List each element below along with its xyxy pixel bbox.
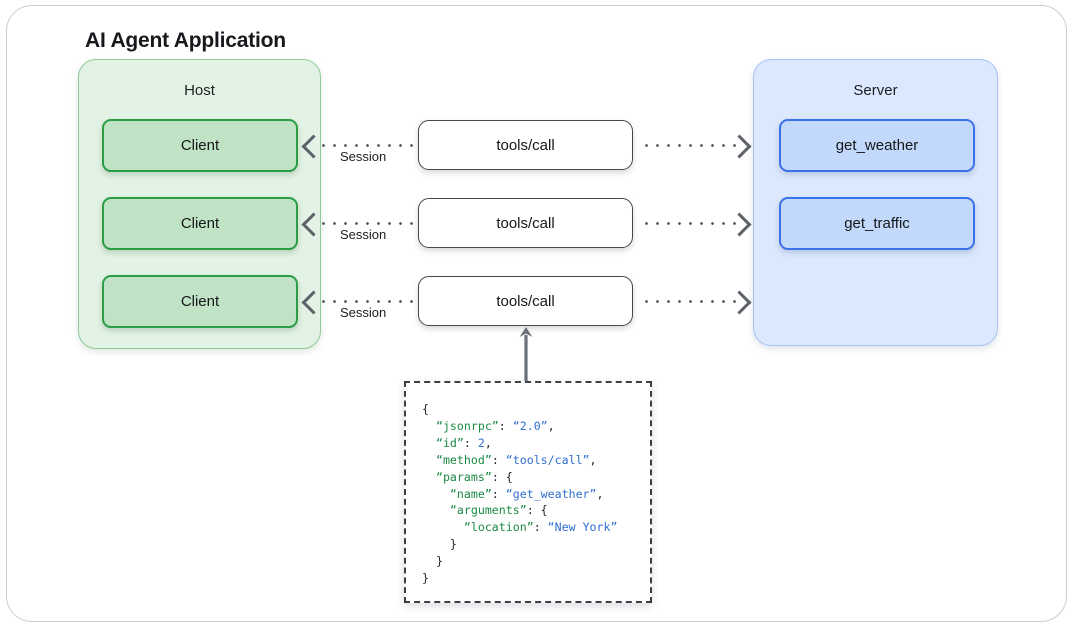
session-label-2: Session	[340, 227, 387, 242]
tools-call-box-2[interactable]: tools/call	[418, 198, 633, 248]
tools-call-box-1[interactable]: tools/call	[418, 120, 633, 170]
tool-box-get-weather[interactable]: get_weather	[779, 119, 975, 172]
client-box-3[interactable]: Client	[102, 275, 298, 328]
server-dotted-line-1	[641, 144, 736, 147]
session-label-3: Session	[340, 305, 387, 320]
session-label-1: Session	[340, 149, 387, 164]
tools-call-box-3[interactable]: tools/call	[418, 276, 633, 326]
json-payload-box: { “jsonrpc”: “2.0”, “id”: 2, “method”: “…	[404, 381, 652, 603]
server-dotted-line-2	[641, 222, 736, 225]
session-dotted-line-1	[318, 144, 413, 147]
session-dotted-line-2	[318, 222, 413, 225]
tool-box-get-traffic[interactable]: get_traffic	[779, 197, 975, 250]
host-container: Host Client Client Client	[78, 59, 321, 349]
server-label: Server	[853, 82, 898, 99]
payload-arrow-up-icon	[519, 327, 533, 382]
session-dotted-line-3	[318, 300, 413, 303]
page-title: AI Agent Application	[85, 29, 286, 52]
json-payload-code: { “jsonrpc”: “2.0”, “id”: 2, “method”: “…	[422, 402, 618, 586]
client-box-2[interactable]: Client	[102, 197, 298, 250]
server-dotted-line-3	[641, 300, 736, 303]
server-container: Server get_weather get_traffic	[753, 59, 998, 346]
client-box-1[interactable]: Client	[102, 119, 298, 172]
host-label: Host	[184, 82, 215, 99]
